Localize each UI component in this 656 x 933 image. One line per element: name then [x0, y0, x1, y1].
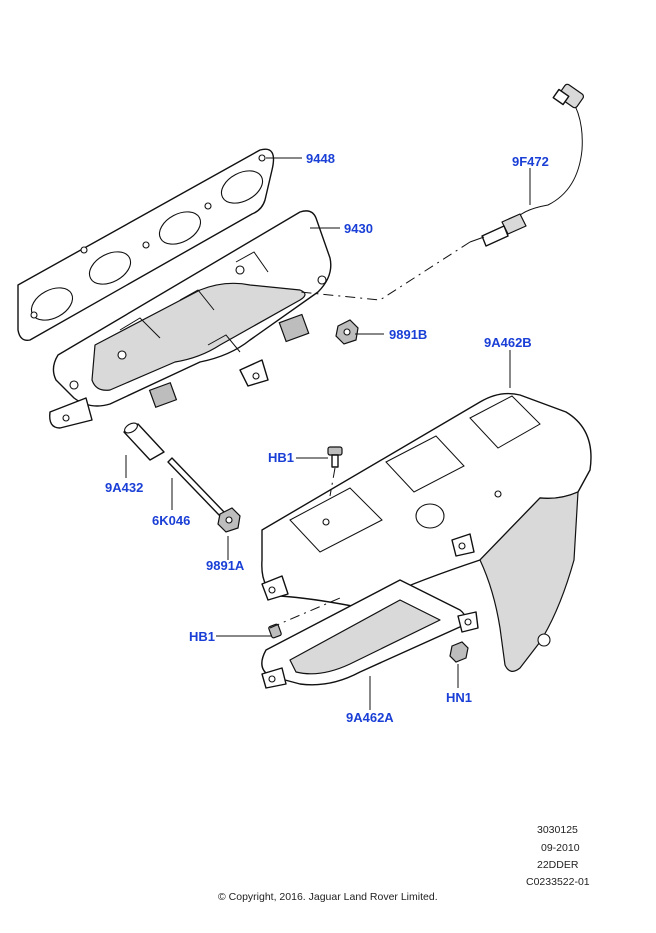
copyright-notice: © Copyright, 2016. Jaguar Land Rover Lim… [218, 891, 438, 903]
lower-shield-assembly-line [269, 597, 341, 629]
bolt-upper-drawing[interactable] [327, 446, 343, 468]
exhaust-gasket-drawing[interactable] [17, 148, 275, 341]
label-hb1-upper[interactable]: HB1 [268, 450, 295, 465]
label-9a462a[interactable]: 9A462A [346, 710, 394, 725]
lower-heat-shield-drawing[interactable] [261, 579, 479, 689]
label-9a432[interactable]: 9A432 [105, 480, 144, 495]
sleeve-drawing[interactable] [123, 421, 165, 461]
nut-lower-drawing[interactable] [217, 507, 241, 533]
label-9891b[interactable]: 9891B [389, 327, 428, 342]
label-9430[interactable]: 9430 [344, 221, 373, 236]
exhaust-manifold-drawing[interactable] [49, 210, 332, 429]
bolt-assembly-line [329, 467, 336, 497]
label-hb1-lower[interactable]: HB1 [189, 629, 216, 644]
nut-upper-drawing[interactable] [335, 319, 359, 345]
engine-code: 22DDER [537, 859, 579, 871]
catalog-number: C0233522-01 [526, 876, 590, 888]
leader-lines [125, 157, 531, 710]
illustration-number: 3030125 [537, 824, 578, 836]
nut-shield-drawing[interactable] [449, 641, 469, 663]
sensor-assembly-line [299, 241, 471, 301]
upper-heat-shield-drawing[interactable] [261, 392, 592, 672]
label-9448[interactable]: 9448 [306, 151, 335, 166]
oxygen-sensor-drawing[interactable] [469, 83, 585, 247]
stud-drawing[interactable] [167, 457, 225, 517]
illustration-date: 09-2010 [541, 842, 580, 854]
label-9a462b[interactable]: 9A462B [484, 335, 532, 350]
label-6k046[interactable]: 6K046 [152, 513, 191, 528]
label-hn1[interactable]: HN1 [446, 690, 473, 705]
label-9891a[interactable]: 9891A [206, 558, 245, 573]
label-9f472[interactable]: 9F472 [512, 154, 549, 169]
